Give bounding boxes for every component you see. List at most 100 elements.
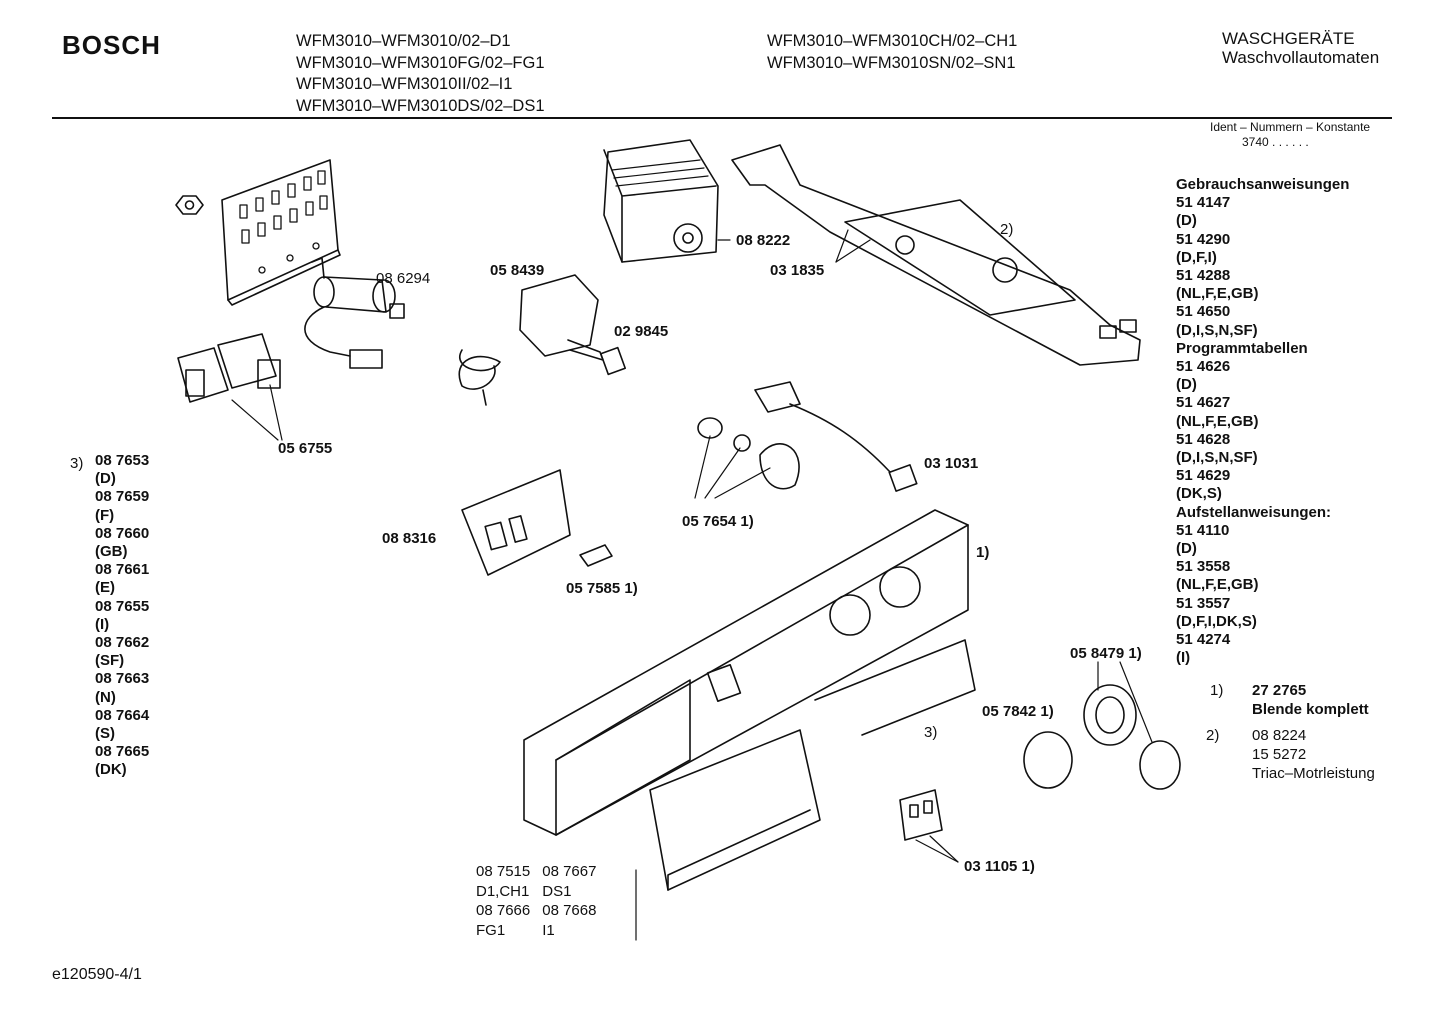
header-divider <box>52 117 1392 119</box>
doc-line: (D,I,S,N,SF) <box>1176 449 1258 467</box>
part-label-088316: 08 8316 <box>382 530 437 547</box>
variant-line: (I) <box>95 615 110 633</box>
ident-block: Ident – Nummern – Konstante 3740 . . . .… <box>1210 120 1370 150</box>
part-label-031031: 03 1031 <box>924 455 979 472</box>
doc-line: 51 4290 <box>1176 230 1231 248</box>
doc-line: (DK,S) <box>1176 485 1222 503</box>
doc-line: 51 4650 <box>1176 303 1231 321</box>
variant-line: (F) <box>95 506 115 524</box>
variant-line: (GB) <box>95 543 128 561</box>
part-label-058479: 05 8479 1) <box>1070 645 1142 662</box>
note-2-desc: Triac–Motrleistung <box>1252 765 1375 782</box>
model-line: WFM3010–WFM3010SN/02–SN1 <box>767 53 1016 72</box>
variant-line: 08 7664 <box>95 706 150 724</box>
panel-variant-table: 08 7515 08 7667 D1,CH1 DS1 08 7666 08 76… <box>476 862 608 940</box>
category-block: WASCHGERÄTE Waschvollautomaten <box>1222 29 1379 67</box>
drawing-id: e120590-4/1 <box>52 966 142 983</box>
variant-line: 08 7665 <box>95 743 150 761</box>
brand-logo: BOSCH <box>62 30 161 60</box>
table-cell: DS1 <box>542 882 572 900</box>
variant-line: 08 7655 <box>95 597 150 615</box>
doc-line: 51 4628 <box>1176 430 1231 448</box>
switch-drawing <box>899 789 943 841</box>
variant-line: 08 7659 <box>95 488 150 506</box>
nut-drawing <box>175 195 204 215</box>
model-line: WFM3010–WFM3010FG/02–FG1 <box>296 53 545 72</box>
doc-line: Aufstellanweisungen: <box>1176 503 1332 521</box>
ref-label-2: 2) <box>1000 221 1014 238</box>
table-cell: 08 7666 <box>476 902 531 919</box>
category-title: WASCHGERÄTE <box>1222 29 1355 48</box>
note-2-part-1: 08 8224 <box>1252 727 1307 744</box>
part-label-031835: 03 1835 <box>770 262 825 279</box>
part-label-029845: 02 9845 <box>614 323 669 340</box>
table-cell: 08 7515 <box>476 863 531 880</box>
note-1-marker: 1) <box>1210 682 1224 699</box>
ident-label: Ident – Nummern – Konstante <box>1210 120 1371 134</box>
model-list-left: WFM3010–WFM3010/02–D1 WFM3010–WFM3010FG/… <box>296 31 545 117</box>
model-line: WFM3010–WFM3010CH/02–CH1 <box>767 32 1018 50</box>
part-label-057842: 05 7842 1) <box>982 703 1054 720</box>
note-2-part-2: 15 5272 <box>1252 746 1307 763</box>
doc-line: 51 3557 <box>1176 594 1231 612</box>
variant-line: (E) <box>95 579 115 597</box>
doc-line: (NL,F,E,GB) <box>1176 412 1259 430</box>
variant-line: (S) <box>95 725 115 743</box>
note-1-part: 27 2765 <box>1252 682 1307 699</box>
variant-line: 08 7661 <box>95 561 150 579</box>
doc-line: (D) <box>1176 540 1197 558</box>
category-subtitle: Waschvollautomaten <box>1222 48 1380 67</box>
doc-line: (NL,F,E,GB) <box>1176 576 1259 594</box>
doc-line: Gebrauchsanweisungen <box>1176 176 1350 193</box>
table-cell: 08 7667 <box>542 863 597 880</box>
variant-line: (N) <box>95 688 116 706</box>
ident-value: 3740 . . . . . . <box>1242 135 1309 149</box>
doc-line: (D) <box>1176 376 1197 394</box>
door-lock-drawing <box>458 274 627 406</box>
model-line: WFM3010–WFM3010DS/02–DS1 <box>296 96 545 115</box>
table-row: 08 7515 08 7667 <box>476 862 608 882</box>
ref-label-3: 3) <box>924 724 938 741</box>
doc-line: (D) <box>1176 212 1197 230</box>
table-row: FG1 I1 <box>476 921 608 941</box>
table-cell: FG1 <box>476 921 506 939</box>
knobs-drawing <box>1023 684 1181 790</box>
control-module-drawing <box>461 469 613 576</box>
part-label-056755: 05 6755 <box>278 440 333 457</box>
doc-line: (I) <box>1176 649 1191 667</box>
control-board-bracket-drawing <box>731 144 1141 366</box>
note-1-desc: Blende komplett <box>1252 701 1369 718</box>
doc-line: (D,I,S,N,SF) <box>1176 321 1258 339</box>
variant-line: (SF) <box>95 652 125 670</box>
doc-line: 51 4629 <box>1176 467 1231 485</box>
doc-line: 51 4274 <box>1176 631 1231 649</box>
doc-line: 51 4147 <box>1176 194 1231 212</box>
model-list-right: WFM3010–WFM3010CH/02–CH1 WFM3010–WFM3010… <box>767 31 1017 74</box>
model-line: WFM3010–WFM3010II/02–I1 <box>296 75 513 93</box>
timer-drawing <box>603 139 719 263</box>
variant-line: 08 7662 <box>95 634 150 652</box>
thermostat-drawing <box>697 381 918 492</box>
ref-label-1: 1) <box>976 544 990 561</box>
part-label-088222: 08 8222 <box>736 232 791 249</box>
front-panel-drawing <box>523 509 976 891</box>
documentation-list: Gebrauchsanweisungen 51 4147 (D) 51 4290… <box>1176 176 1349 667</box>
doc-line: 51 4627 <box>1176 394 1231 412</box>
table-cell: I1 <box>542 921 555 939</box>
variant-line: (DK) <box>95 761 127 779</box>
part-label-086294: 08 6294 <box>376 270 431 287</box>
part-label-057654: 05 7654 1) <box>682 513 754 530</box>
table-row: D1,CH1 DS1 <box>476 882 608 902</box>
part-label-057585: 05 7585 1) <box>566 580 638 597</box>
table-cell: 08 7668 <box>542 902 597 919</box>
suppressor-drawing <box>177 333 281 403</box>
table-cell: D1,CH1 <box>476 882 530 900</box>
circuit-bracket-drawing <box>221 159 341 306</box>
part-label-031105: 03 1105 1) <box>964 858 1035 875</box>
note-2-marker: 2) <box>1206 727 1220 744</box>
doc-line: (D,F,I) <box>1176 248 1217 266</box>
doc-line: 51 4110 <box>1176 521 1230 539</box>
doc-line: (D,F,I,DK,S) <box>1176 612 1257 630</box>
variant-marker: 3) <box>70 455 84 472</box>
capacitor-drawing <box>304 257 405 369</box>
